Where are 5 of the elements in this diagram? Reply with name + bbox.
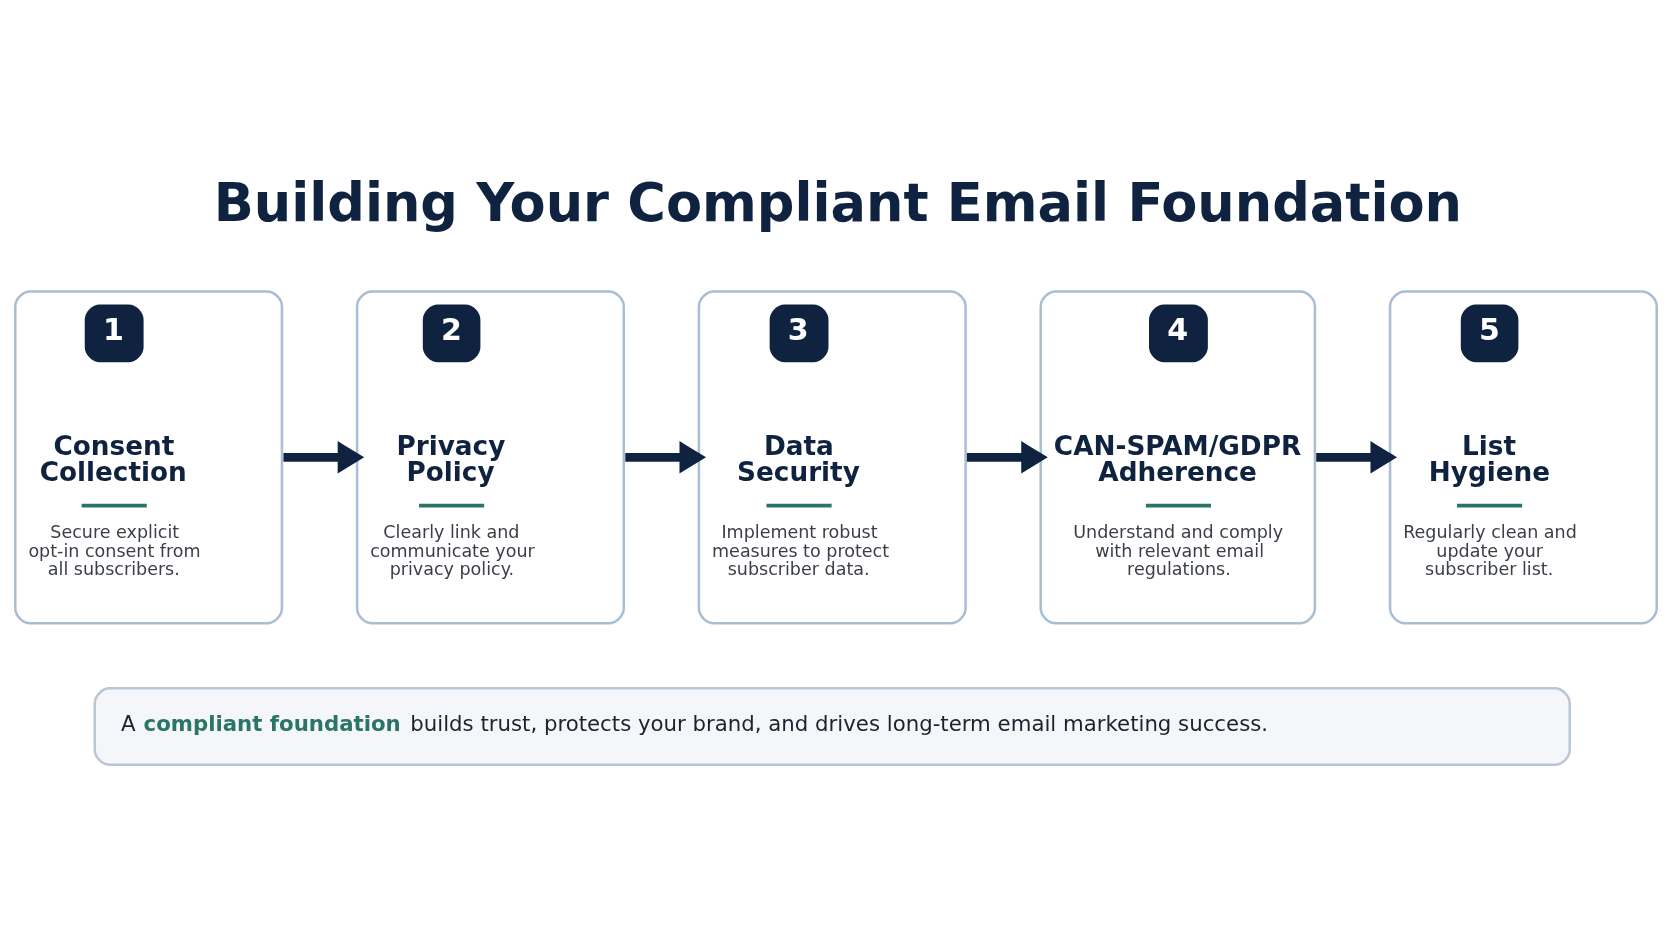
diagram-title: Building Your Compliant Email Foundation <box>213 171 1462 233</box>
arrow <box>1316 441 1397 474</box>
arrow <box>966 441 1048 474</box>
arrow <box>625 441 707 474</box>
arrow <box>283 441 365 474</box>
